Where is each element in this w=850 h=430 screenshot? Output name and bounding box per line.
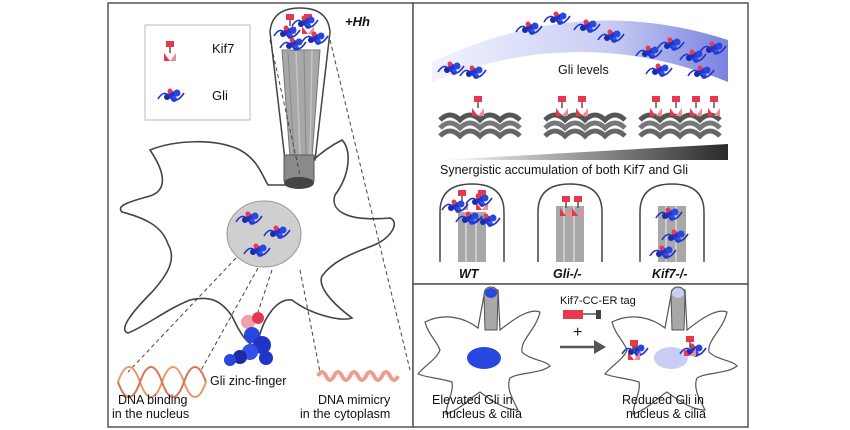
accumulation-wedge <box>440 144 728 160</box>
legend-kif7-label: Kif7 <box>212 41 234 56</box>
zoom-lines <box>127 39 411 373</box>
dna-mimicry-label-line1: DNA mimicry <box>318 393 391 407</box>
dna-binding-label-line2: in the nucleus <box>112 407 189 421</box>
cilia-gli-low <box>672 288 684 298</box>
basal-body-end <box>284 177 314 189</box>
outcome-before-line2: nucleus & cilia <box>442 407 522 421</box>
dna-mimicry-label-line2: in the cytoplasm <box>300 407 390 421</box>
mimicry-helix <box>316 370 400 382</box>
legend-gli-label: Gli <box>212 88 228 103</box>
plus-sign: + <box>573 324 582 341</box>
cell-before <box>417 286 551 415</box>
genotype-label-kif7-ko: Kif7-/- <box>652 267 687 281</box>
legend: Kif7 Gli <box>144 24 251 121</box>
synergy-label: Synergistic accumulation of both Kif7 an… <box>440 163 688 177</box>
zinc-finger-label: Gli zinc-finger <box>210 374 286 388</box>
cilium-tip-gli-ko <box>537 183 603 262</box>
genotype-label-wt: WT <box>459 267 480 281</box>
gli-levels-band <box>432 20 728 82</box>
dna-binding-label-line1: DNA binding <box>118 393 188 407</box>
primary-cilium <box>269 7 331 189</box>
outcome-after-line1: Reduced Gli in <box>622 393 704 407</box>
cell-after <box>604 286 738 415</box>
nucleus-gli-low <box>654 347 688 369</box>
dna-helix <box>117 366 207 398</box>
nucleus-gli-high <box>467 347 501 369</box>
cilium-tip-kif7-ko <box>639 183 705 262</box>
outcome-after-line2: nucleus & cilia <box>626 407 706 421</box>
tag-icon <box>563 310 601 319</box>
arrow-icon <box>560 340 606 354</box>
cilium-tip-wt <box>439 183 505 262</box>
outcome-before-line1: Elevated Gli in <box>432 393 513 407</box>
cilia-gli-high <box>485 288 497 298</box>
hh-stimulus-label: +Hh <box>345 14 370 29</box>
basal-body <box>283 154 315 182</box>
zinc-finger-structure <box>224 312 273 366</box>
tag-label: Kif7-CC-ER tag <box>560 295 636 307</box>
gli-levels-label: Gli levels <box>558 63 609 77</box>
nucleus <box>226 200 302 268</box>
genotype-label-gli-ko: Gli-/- <box>553 267 581 281</box>
